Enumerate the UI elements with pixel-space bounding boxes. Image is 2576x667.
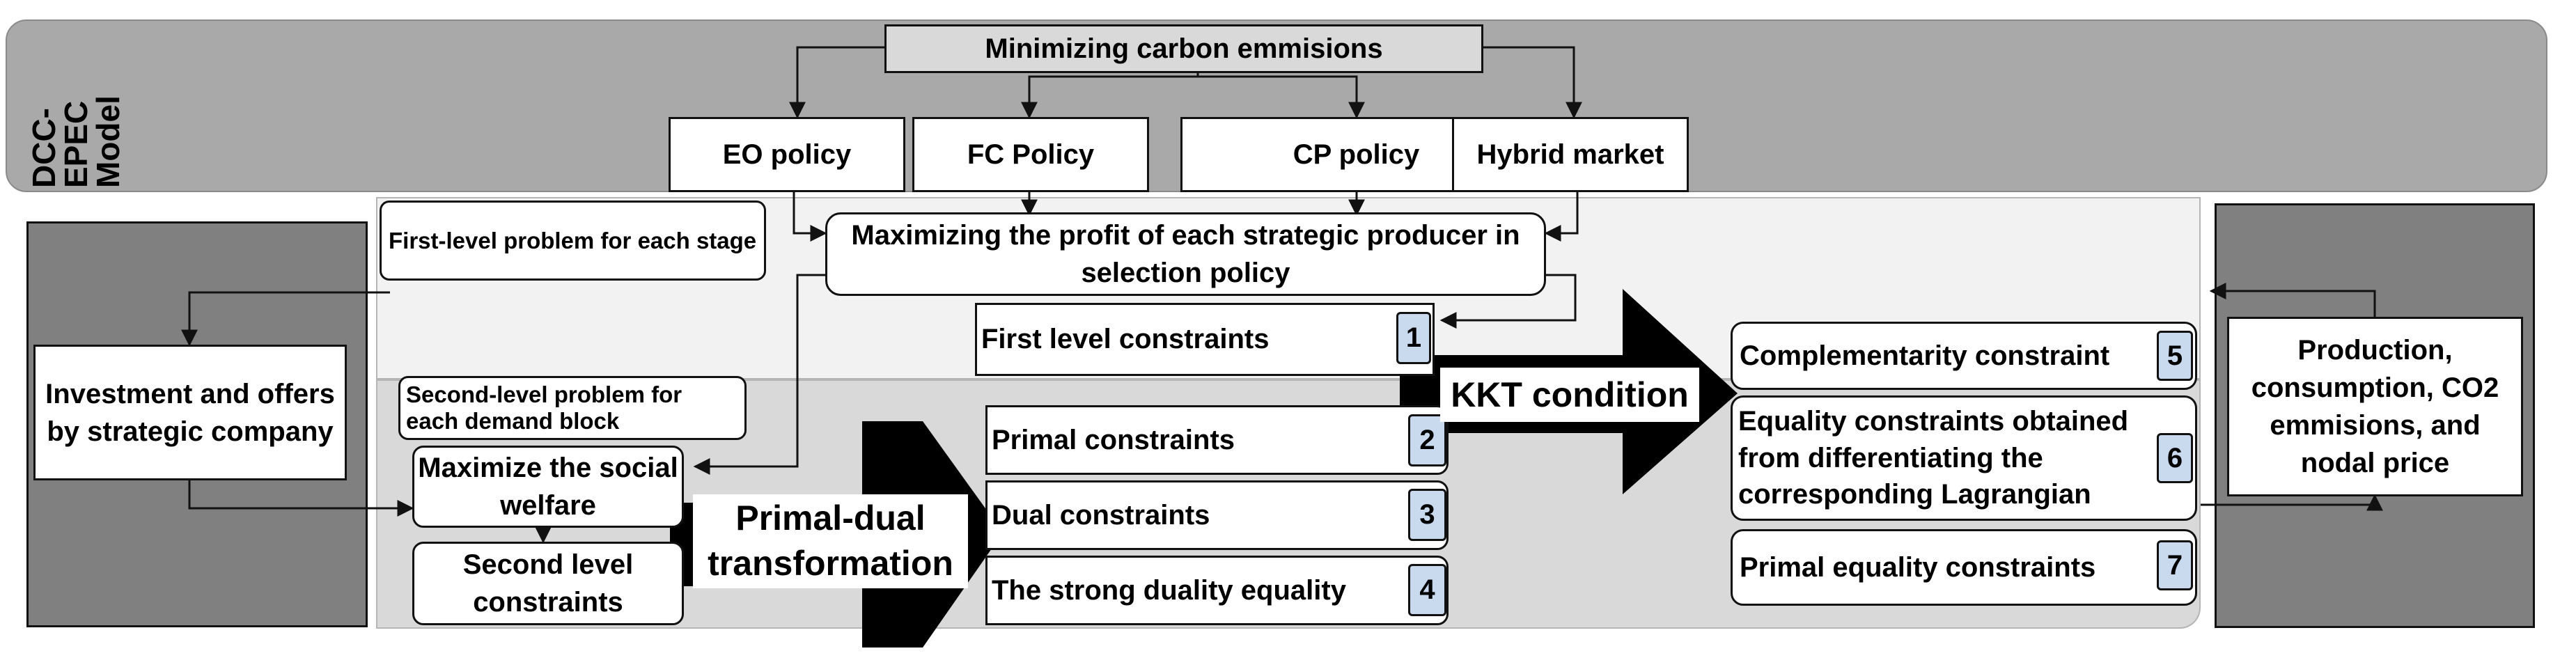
objective-box: Minimizing carbon emmisions	[884, 24, 1483, 73]
first-level-note-label: First-level problem for each stage	[389, 227, 757, 253]
connector-kkt-output	[2201, 494, 2383, 511]
connector-objective-eo	[789, 46, 884, 119]
connector-loop-investment	[181, 291, 390, 347]
lagrangian-equality-label: Equality constraints obtained from diffe…	[1738, 405, 2129, 510]
connector-hybrid-upper	[1544, 191, 1579, 242]
complementarity-constraint: Complementarity constraint	[1731, 322, 2197, 390]
policy-fc-label: FC Policy	[967, 139, 1095, 170]
second-level-note: Second-level problem for each demand blo…	[398, 376, 747, 440]
dual-constraints-label: Dual constraints	[992, 499, 1210, 531]
first-level-constraints-label: First level constraints	[981, 324, 1270, 354]
primal-constraints-label: Primal constraints	[992, 424, 1235, 455]
second-level-note-label: Second-level problem for each demand blo…	[406, 382, 682, 434]
strong-duality: The strong duality equality	[985, 556, 1449, 625]
policy-cp-label: CP policy	[1293, 139, 1420, 170]
strong-duality-number: 4	[1408, 564, 1446, 616]
policy-hybrid: Hybrid market	[1452, 117, 1689, 192]
first-level-note: First-level problem for each stage	[380, 201, 766, 281]
connector-upper-welfare	[693, 274, 825, 475]
complementarity-number: 5	[2157, 331, 2193, 381]
dual-constraints-number: 3	[1408, 489, 1446, 541]
connector-objective-cp	[1196, 73, 1365, 119]
primal-constraints-number: 2	[1408, 414, 1446, 466]
connector-eo-upper	[793, 191, 827, 242]
second-level-constraints: Second level constraints	[412, 542, 684, 625]
primal-equality-label: Primal equality constraints	[1740, 551, 2096, 583]
first-level-constraints: First level constraints	[975, 303, 1435, 376]
kkt-label: KKT condition	[1440, 368, 1699, 422]
lagrangian-equality: Equality constraints obtained from diffe…	[1731, 395, 2197, 521]
primal-constraints: Primal constraints	[985, 405, 1449, 475]
primal-equality: Primal equality constraints	[1731, 529, 2197, 606]
connector-upper-first	[1439, 274, 1577, 329]
output-box: Production, consumption, CO2 emmisions, …	[2227, 317, 2523, 496]
policy-eo-label: EO policy	[722, 139, 852, 170]
output-label: Production, consumption, CO2 emmisions, …	[2251, 335, 2499, 478]
strong-duality-label: The strong duality equality	[992, 574, 1346, 606]
upper-level-problem: Maximizing the profit of each strategic …	[825, 212, 1546, 296]
investment-box: Investment and offers by strategic compa…	[33, 345, 347, 480]
first-level-number: 1	[1396, 312, 1431, 364]
investment-label: Investment and offers by strategic compa…	[45, 378, 335, 447]
second-level-constraints-label: Second level constraints	[462, 549, 634, 618]
policy-hybrid-label: Hybrid market	[1476, 139, 1664, 170]
maximize-welfare: Maximize the social welfare	[412, 446, 684, 528]
upper-level-problem-label: Maximizing the profit of each strategic …	[851, 220, 1520, 288]
maximize-welfare-label: Maximize the social welfare	[418, 453, 678, 521]
connector-investment-welfare	[188, 480, 414, 517]
lagrangian-equality-number: 6	[2157, 433, 2193, 483]
primal-dual-label: Primal-dual transformation	[693, 494, 968, 588]
connector-objective-fc	[1021, 73, 1199, 119]
complementarity-label: Complementarity constraint	[1740, 340, 2110, 371]
policy-fc: FC Policy	[912, 117, 1149, 192]
dual-constraints: Dual constraints	[985, 480, 1449, 550]
objective-label: Minimizing carbon emmisions	[985, 33, 1383, 64]
connector-objective-hybrid	[1483, 46, 1582, 119]
primal-equality-number: 7	[2157, 540, 2193, 590]
policy-eo: EO policy	[669, 117, 905, 192]
connector-output-loop	[2209, 283, 2376, 317]
